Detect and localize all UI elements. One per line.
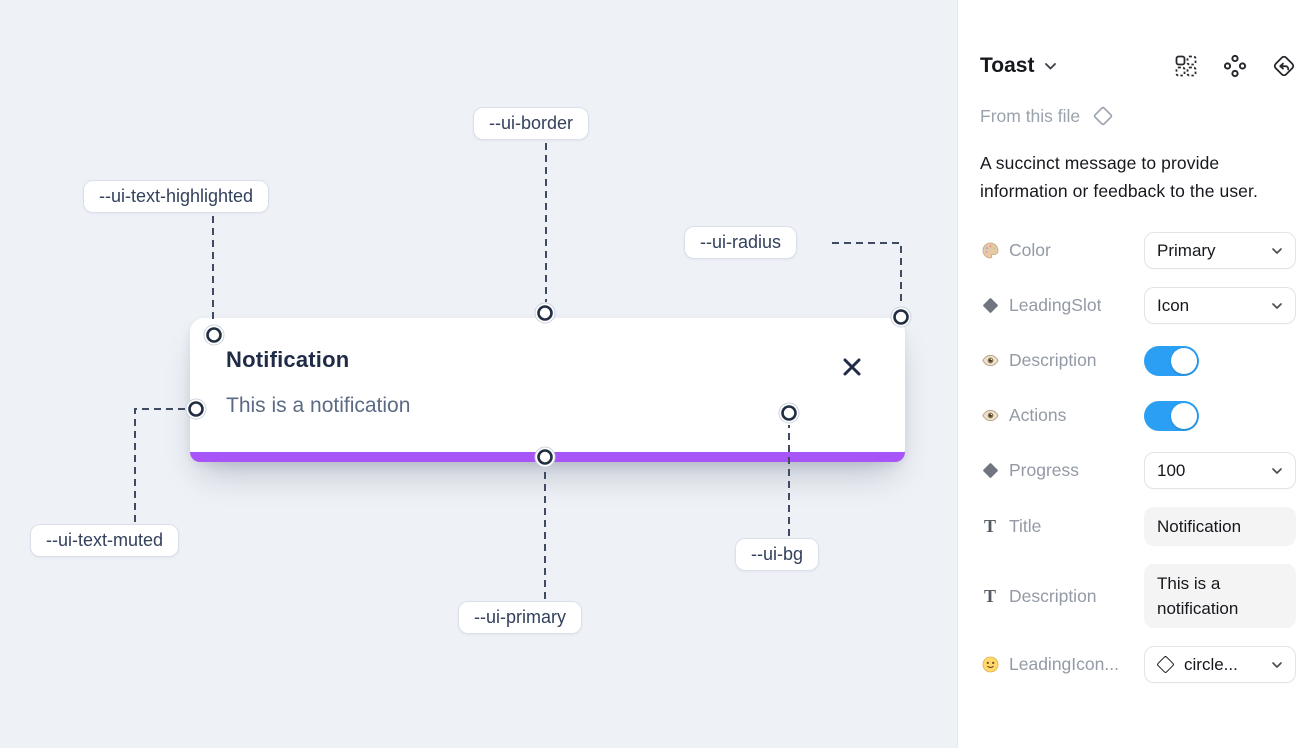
prop-label: Description: [1009, 585, 1097, 606]
prop-row-leadingicon: LeadingIcon... circle...: [980, 646, 1296, 683]
prop-label: Progress: [1009, 460, 1080, 480]
token-label-ui-text-muted: --ui-text-muted: [30, 524, 180, 557]
chevron-down-icon: [1272, 661, 1282, 668]
toast-component-preview[interactable]: Notification This is a notification: [190, 318, 905, 462]
prop-label: Color: [1009, 240, 1051, 260]
eye-icon: [980, 406, 1000, 425]
prop-row-title: T Title Notification: [980, 507, 1296, 546]
prop-row-color: Color Primary: [980, 232, 1296, 269]
chevron-down-icon: [1272, 467, 1282, 474]
diamond-icon: [980, 297, 1000, 314]
diamond-icon: [980, 462, 1000, 479]
token-label-ui-radius: --ui-radius: [684, 226, 798, 259]
prop-row-description-toggle: Description: [980, 342, 1296, 379]
token-label-ui-primary: --ui-primary: [458, 601, 582, 634]
close-icon[interactable]: [840, 355, 864, 379]
palette-icon: [980, 241, 1000, 260]
text-icon: T: [983, 585, 996, 606]
color-select[interactable]: Primary: [1144, 232, 1296, 269]
smiley-icon: [980, 655, 1000, 674]
prop-row-description-text: T Description This is a notification: [980, 564, 1296, 628]
prop-label: LeadingSlot: [1009, 295, 1102, 315]
toggle-knob: [1171, 347, 1197, 374]
return-to-component-icon[interactable]: [1272, 54, 1296, 78]
prop-row-leadingslot: LeadingSlot Icon: [980, 287, 1296, 324]
chevron-down-icon: [1272, 247, 1282, 254]
properties-list: Color Primary LeadingSlot Icon: [980, 232, 1296, 683]
chevron-down-icon: [1045, 62, 1057, 69]
toggle-knob: [1171, 402, 1197, 429]
actions-toggle[interactable]: [1144, 400, 1199, 431]
component-props-icon[interactable]: [1223, 54, 1247, 78]
component-name: Toast: [980, 54, 1035, 77]
component-selector[interactable]: Toast: [980, 54, 1057, 78]
leadingicon-select[interactable]: circle...: [1144, 646, 1296, 683]
prop-label: Actions: [1009, 405, 1067, 425]
chevron-down-icon: [1272, 302, 1282, 309]
toast-title: Notification: [226, 347, 350, 372]
eye-icon: [980, 351, 1000, 370]
toast-description: This is a notification: [226, 394, 411, 417]
description-field[interactable]: This is a notification: [1144, 564, 1296, 628]
prop-label: Title: [1009, 516, 1042, 536]
token-label-ui-border: --ui-border: [473, 107, 590, 140]
component-diamond-icon: [1093, 106, 1113, 126]
text-icon: T: [983, 516, 996, 536]
canvas: Notification This is a notification: [0, 0, 957, 748]
panel-header: Toast: [980, 54, 1296, 78]
token-label-ui-text-highlighted: --ui-text-highlighted: [83, 180, 270, 213]
source-row: From this file: [980, 105, 1296, 127]
toast-progress-bar: [190, 452, 905, 462]
prop-row-actions-toggle: Actions: [980, 397, 1296, 434]
token-label-ui-bg: --ui-bg: [735, 538, 820, 571]
prop-row-progress: Progress 100: [980, 452, 1296, 489]
prop-label: Description: [1009, 350, 1097, 370]
diamond-outline-icon: [1156, 655, 1175, 674]
title-field[interactable]: Notification: [1144, 507, 1296, 546]
source-label: From this file: [980, 105, 1081, 126]
progress-select[interactable]: 100: [1144, 452, 1296, 489]
component-description: A succinct message to provide informatio…: [980, 153, 1258, 201]
properties-panel: Toast: [957, 0, 1312, 748]
leadingslot-select[interactable]: Icon: [1144, 287, 1296, 324]
description-toggle[interactable]: [1144, 345, 1199, 376]
prop-label: LeadingIcon...: [1009, 654, 1119, 674]
instance-swap-icon[interactable]: [1174, 54, 1198, 78]
